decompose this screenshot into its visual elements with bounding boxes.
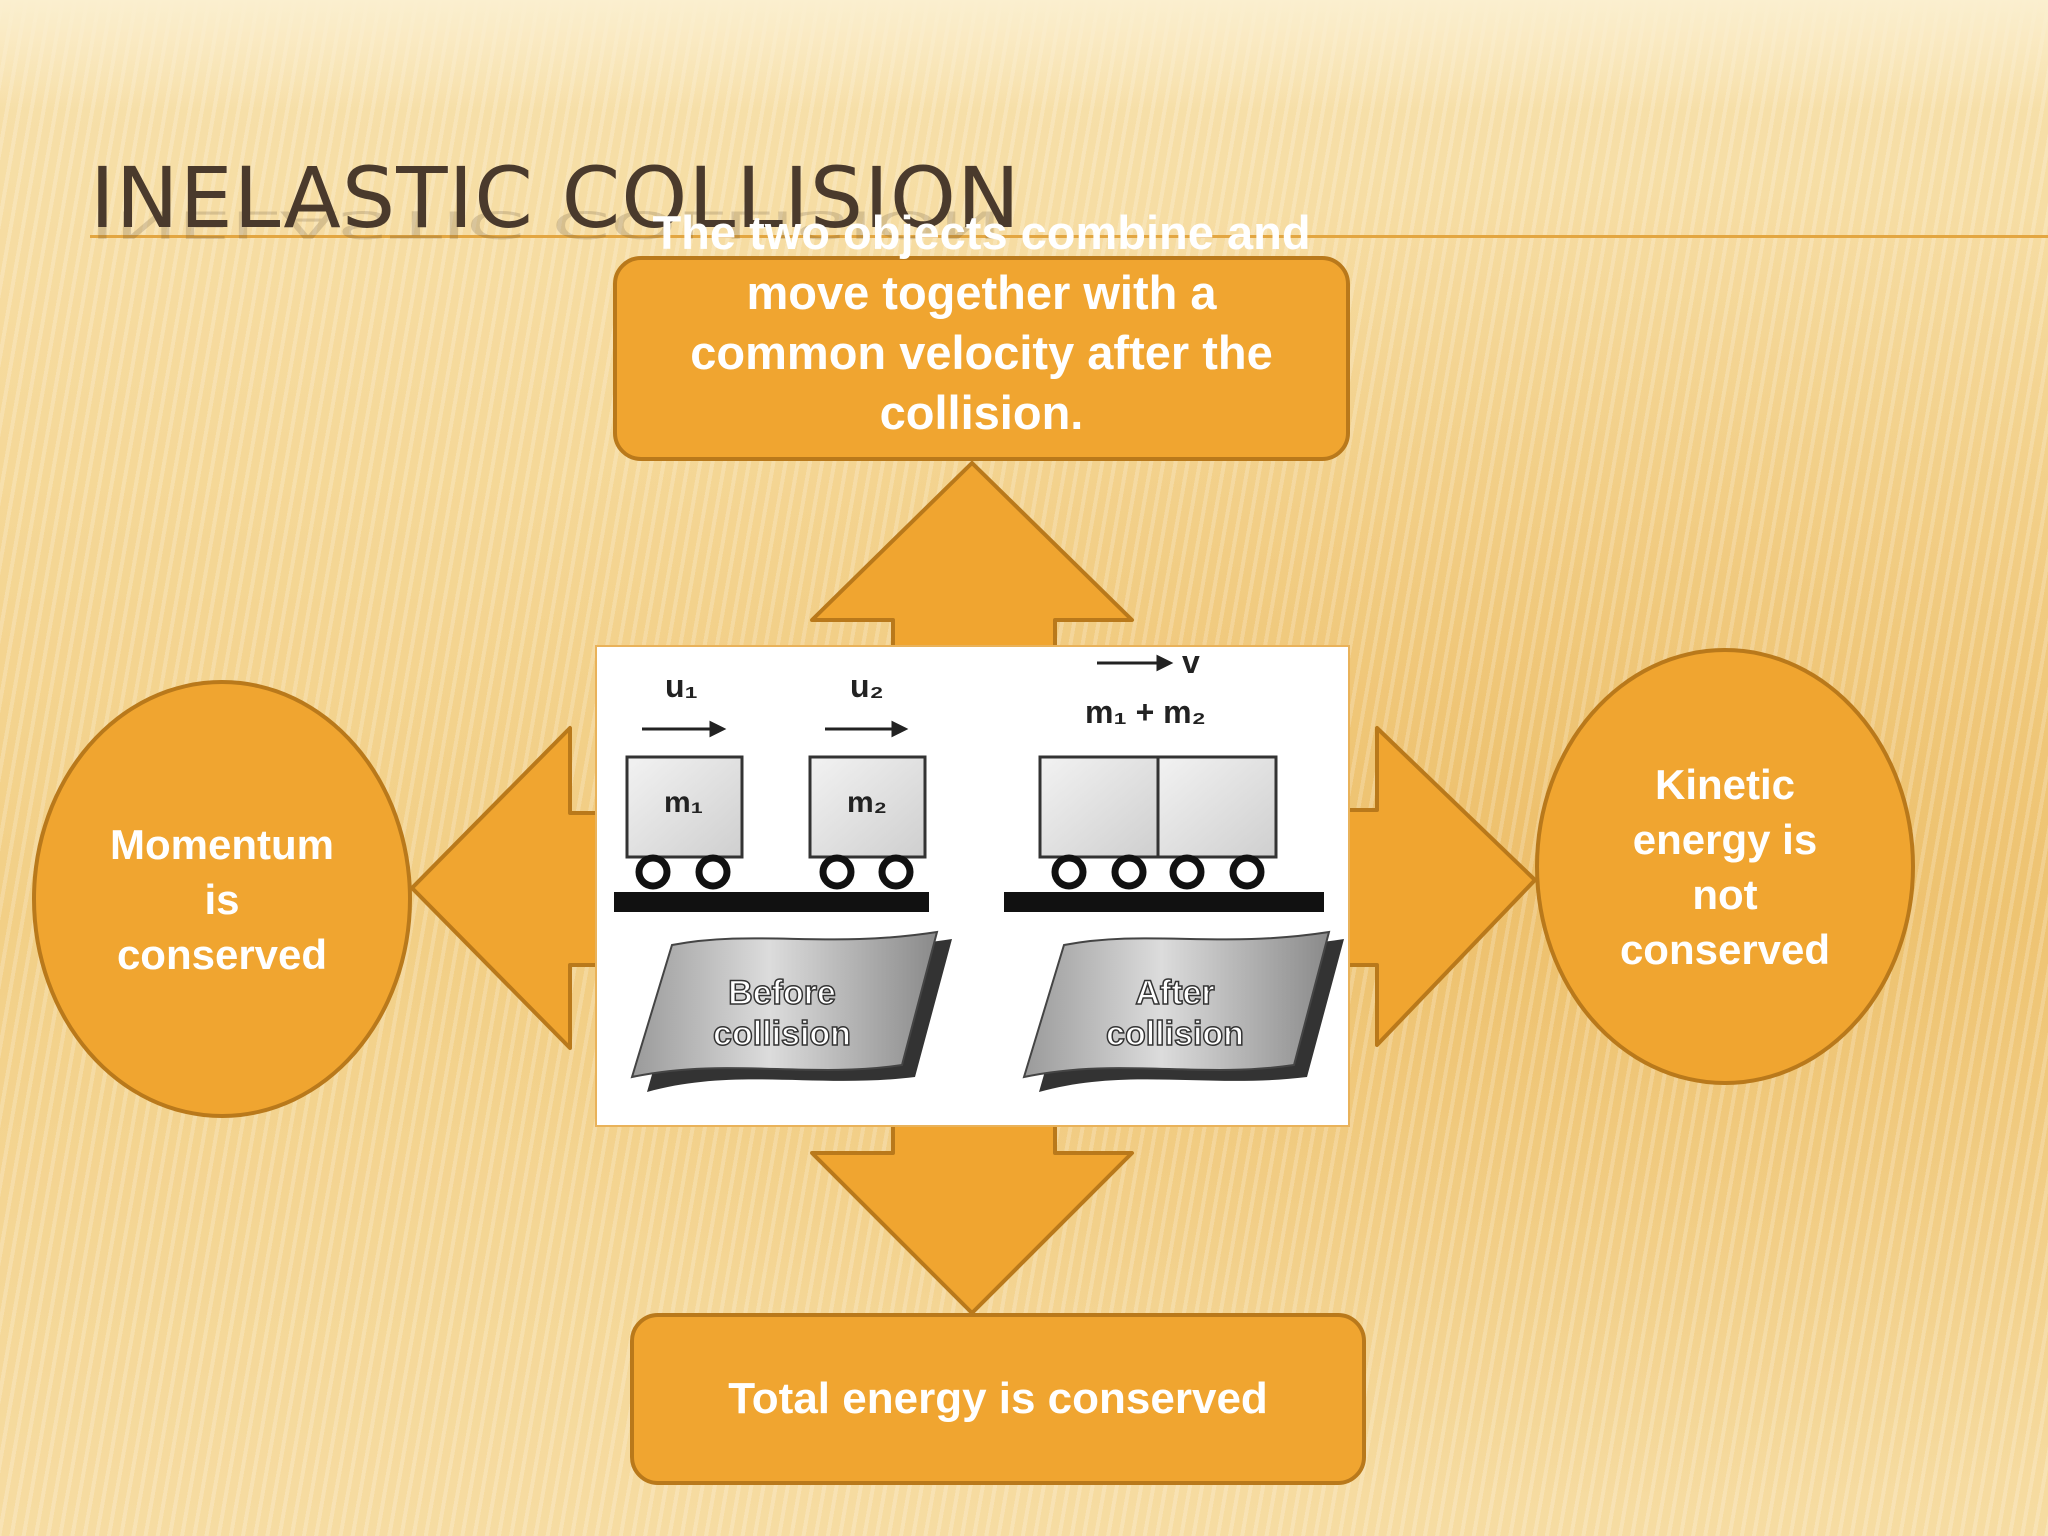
combined-mass-label: m₁ + m₂ — [1085, 694, 1206, 730]
m2-label: m₂ — [847, 786, 887, 819]
track-after — [1004, 892, 1324, 912]
before-banner-line2: collision — [713, 1015, 851, 1053]
after-banner: After collision — [1022, 930, 1344, 1092]
arrow-right — [1333, 726, 1537, 1047]
collision-figure: u₁ u₂ m₁ m₂ v m₁ + m — [614, 644, 1344, 1092]
collision-illustration: u₁ u₂ m₁ m₂ v m₁ + m — [595, 644, 1350, 1127]
momentum-text: Momentum is conserved — [110, 820, 334, 978]
slide-title: INELASTIC COLLISION — [90, 149, 1021, 247]
total-energy-box: Total energy is conserved — [630, 1313, 1366, 1485]
after-banner-line2: collision — [1106, 1015, 1244, 1053]
v-arrow — [1097, 654, 1174, 672]
v-label: v — [1182, 647, 1200, 680]
before-banner-line1: Before — [728, 974, 836, 1012]
common-velocity-box: The two objects combine and move togethe… — [613, 206, 1350, 461]
u1-arrow — [642, 720, 727, 738]
u2-arrow — [825, 720, 909, 738]
before-banner: Before collision — [630, 930, 952, 1092]
combined-cart — [1038, 755, 1278, 890]
common-velocity-text: The two objects combine and move togethe… — [652, 206, 1311, 439]
total-energy-text: Total energy is conserved — [728, 1374, 1268, 1423]
cart-m2: m₂ — [808, 755, 927, 890]
kinetic-energy-oval: Kinetic energy is not conserved — [1535, 648, 1915, 1085]
title-rule — [90, 235, 2048, 238]
arrow-down — [810, 1108, 1134, 1315]
u1-label: u₁ — [665, 668, 698, 704]
arrow-left — [410, 726, 612, 1050]
momentum-oval: Momentum is conserved — [32, 680, 412, 1118]
u2-label: u₂ — [850, 668, 884, 704]
after-banner-line1: After — [1135, 974, 1214, 1012]
cart-m1: m₁ — [625, 755, 744, 890]
kinetic-energy-text: Kinetic energy is not conserved — [1619, 760, 1831, 973]
arrow-up — [810, 461, 1134, 662]
header-band — [0, 0, 2048, 110]
m1-label: m₁ — [664, 786, 703, 819]
track-before — [614, 892, 929, 912]
